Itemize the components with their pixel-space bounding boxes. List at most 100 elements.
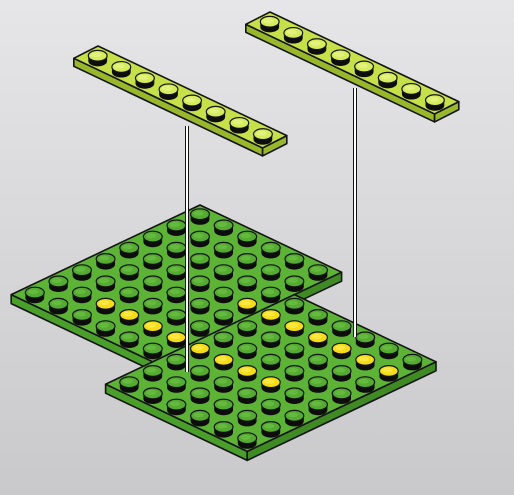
stud-yellow: [143, 321, 162, 337]
stud-green: [238, 321, 257, 337]
stud-green: [332, 366, 351, 382]
stud-green: [191, 254, 210, 270]
stud-green: [167, 287, 186, 303]
stud-yellow: [191, 343, 210, 359]
stud-green: [261, 399, 280, 415]
stud-green: [214, 242, 233, 258]
stud-green: [143, 254, 162, 270]
stud-green: [167, 220, 186, 236]
stud-green: [96, 321, 115, 337]
stud-lime: [426, 95, 445, 111]
stud-green: [73, 265, 92, 281]
stud-lime: [136, 73, 155, 89]
stud-lime: [230, 118, 249, 134]
stud-green: [238, 433, 257, 449]
stud-yellow: [238, 366, 257, 382]
stud-green: [143, 298, 162, 314]
stud-green: [285, 388, 304, 404]
stud-green: [167, 399, 186, 415]
stud-lime: [355, 61, 374, 77]
stud-green: [143, 231, 162, 247]
stud-lime: [88, 50, 107, 66]
stud-green: [238, 388, 257, 404]
stud-yellow: [96, 298, 115, 314]
stud-green: [261, 332, 280, 348]
stud-green: [120, 287, 139, 303]
stud-green: [191, 388, 210, 404]
stud-green: [191, 321, 210, 337]
stud-green: [191, 231, 210, 247]
stud-green: [143, 366, 162, 382]
stud-yellow: [379, 366, 398, 382]
stud-green: [309, 265, 328, 281]
stud-green: [167, 310, 186, 326]
stud-green: [285, 343, 304, 359]
stud-green: [356, 332, 375, 348]
stud-green: [238, 276, 257, 292]
stud-lime: [308, 39, 327, 55]
stud-green: [191, 410, 210, 426]
stud-lime: [206, 106, 225, 122]
stud-green: [73, 310, 92, 326]
stud-lime: [260, 16, 279, 32]
stud-green: [238, 343, 257, 359]
stud-green: [96, 276, 115, 292]
stud-green: [73, 287, 92, 303]
stud-green: [214, 377, 233, 393]
stud-lime: [284, 28, 303, 44]
stud-yellow: [261, 377, 280, 393]
stud-green: [120, 332, 139, 348]
stud-green: [261, 287, 280, 303]
stud-green: [285, 254, 304, 270]
stud-green: [120, 265, 139, 281]
stud-green: [143, 276, 162, 292]
stud-green: [285, 298, 304, 314]
stud-green: [238, 254, 257, 270]
stud-green: [261, 242, 280, 258]
stud-green: [285, 410, 304, 426]
stud-yellow: [214, 354, 233, 370]
stud-green: [167, 265, 186, 281]
stud-green: [191, 298, 210, 314]
stud-green: [167, 354, 186, 370]
stud-green: [49, 298, 68, 314]
stud-green: [214, 220, 233, 236]
stud-green: [214, 310, 233, 326]
stud-lime: [331, 50, 350, 66]
stud-green: [261, 422, 280, 438]
stud-lime: [378, 72, 397, 88]
stud-yellow: [261, 310, 280, 326]
stud-green: [167, 242, 186, 258]
stud-green: [120, 377, 139, 393]
stud-green: [191, 366, 210, 382]
stud-green: [309, 399, 328, 415]
stud-yellow: [332, 343, 351, 359]
stud-yellow: [285, 321, 304, 337]
stud-green: [214, 287, 233, 303]
stud-green: [332, 388, 351, 404]
stud-lime: [183, 95, 202, 111]
stud-green: [332, 321, 351, 337]
stud-green: [214, 332, 233, 348]
stud-green: [261, 265, 280, 281]
stud-green: [403, 354, 422, 370]
stud-green: [309, 377, 328, 393]
stud-lime: [112, 62, 131, 78]
stud-green: [49, 276, 68, 292]
stud-green: [143, 388, 162, 404]
stud-green: [214, 422, 233, 438]
stud-yellow: [309, 332, 328, 348]
stud-green: [356, 377, 375, 393]
stud-green: [261, 354, 280, 370]
stud-yellow: [167, 332, 186, 348]
stud-green: [120, 242, 139, 258]
stud-green: [238, 231, 257, 247]
stud-green: [285, 276, 304, 292]
stud-green: [309, 310, 328, 326]
stud-green: [214, 265, 233, 281]
stud-lime: [159, 84, 178, 100]
stud-green: [25, 287, 44, 303]
stud-yellow: [356, 354, 375, 370]
